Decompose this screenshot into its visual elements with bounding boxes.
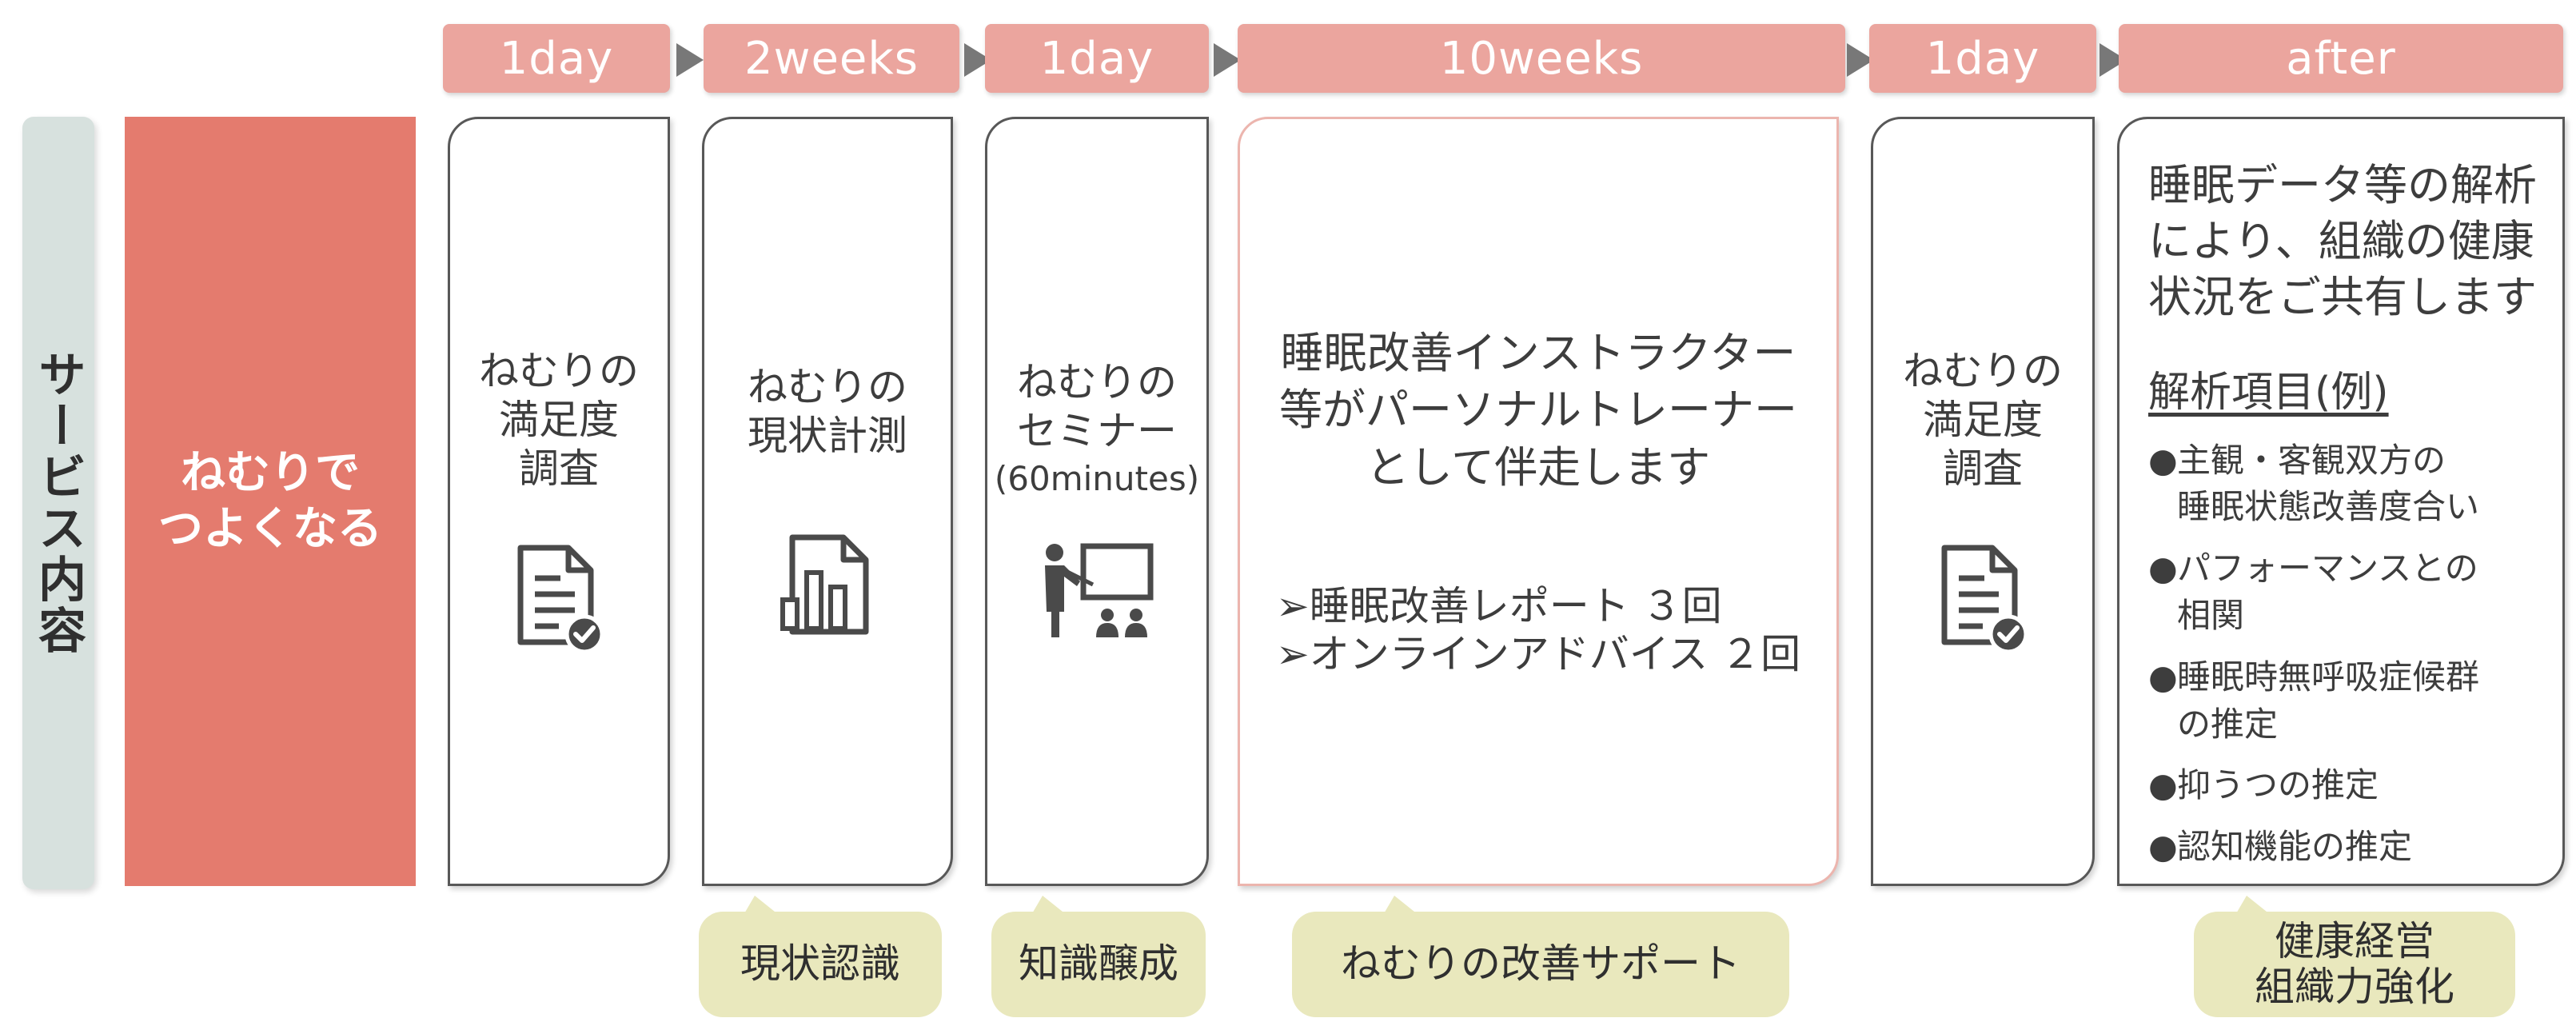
analysis-item-text: 認知機能の推定: [2177, 827, 2413, 867]
duration-bar-1: 1day: [443, 24, 670, 93]
duration-bar-3: 1day: [985, 24, 1209, 93]
description-line: 睡眠データ等の解析: [2148, 160, 2537, 210]
analysis-items-heading: 解析項目(例): [2148, 368, 2389, 417]
bar-chart-document-icon: [780, 533, 875, 640]
analysis-item: ● 睡眠時無呼吸症候群の推定: [2148, 654, 2479, 749]
survey-check-icon: [511, 541, 607, 657]
duration-bar-2: 2weeks: [704, 24, 959, 93]
step-title-line: セミナー: [1017, 407, 1177, 454]
duration-bar-6: after: [2119, 24, 2563, 93]
support-item: ➢オンラインアドバイス ２回: [1275, 630, 1801, 677]
description-line: 睡眠改善インストラクター: [1280, 328, 1796, 379]
step-title-line: 満足度: [499, 396, 619, 443]
service-content-text: サービス内容: [30, 349, 86, 657]
bullet-icon: ●: [2148, 440, 2178, 480]
duration-bar-4: 10weeks: [1238, 24, 1845, 93]
step-card-survey-2: ねむりの 満足度 調査: [1871, 117, 2095, 886]
personal-training-description: 睡眠改善インストラクター 等がパーソナルトレーナー として伴走します: [1279, 325, 1797, 496]
program-title: ねむりで つよくなる: [125, 117, 416, 886]
description-line: により、組織の健康: [2148, 216, 2534, 267]
analysis-item: ● パフォーマンスとの相関: [2148, 545, 2479, 640]
program-title-line-2: つよくなる: [158, 503, 382, 555]
analysis-item-text: パフォーマンスとの: [2177, 549, 2478, 589]
support-items-list: ➢睡眠改善レポート ３回 ➢オンラインアドバイス ２回: [1276, 582, 1800, 678]
analysis-item-text: 主観・客観双方の: [2177, 440, 2446, 480]
bullet-icon: ●: [2148, 827, 2178, 867]
analysis-item-text: 睡眠時無呼吸症候群: [2177, 657, 2480, 697]
step-title: ねむりの 現状計測: [748, 363, 907, 461]
outcome-bubble-support: ねむりの改善サポート: [1292, 912, 1789, 1017]
analysis-item: ● 主観・客観双方の睡眠状態改善度合い: [2148, 437, 2479, 532]
bullet-icon: ●: [2148, 657, 2178, 697]
outcome-bubble-knowledge: 知識醸成: [991, 912, 1206, 1017]
step-title-line: ねむりの: [748, 364, 907, 410]
step-title: ねむりの 満足度 調査: [1903, 347, 2063, 493]
step-card-personal-training: 睡眠改善インストラクター 等がパーソナルトレーナー として伴走します ➢睡眠改善…: [1238, 117, 1839, 886]
step-title: ねむりの 満足度 調査: [479, 347, 639, 493]
analysis-items-list: ● 主観・客観双方の睡眠状態改善度合い ● パフォーマンスとの相関 ● 睡眠時無…: [2148, 437, 2479, 885]
service-content-label: サービス内容: [22, 117, 94, 889]
bubble-line: 組織力強化: [2255, 964, 2454, 1010]
step-card-measurement: ねむりの 現状計測: [702, 117, 953, 886]
analysis-item: ● 認知機能の推定: [2148, 824, 2479, 871]
description-line: 等がパーソナルトレーナー: [1279, 385, 1797, 436]
step-card-survey-1: ねむりの 満足度 調査: [448, 117, 670, 886]
support-item: ➢睡眠改善レポート ３回: [1275, 582, 1722, 629]
step-title: ねむりの セミナー: [1017, 358, 1177, 456]
step-title-line: 調査: [519, 445, 599, 492]
program-title-line-1: ねむりで: [181, 447, 360, 499]
arrow-right-icon: [1214, 43, 1241, 77]
step-title-line: 満足度: [1923, 396, 2043, 443]
analysis-description: 睡眠データ等の解析 により、組織の健康 状況をご共有します: [2148, 158, 2537, 326]
outcome-bubble-recognition: 現状認識: [699, 912, 942, 1017]
description-line: として伴走します: [1366, 441, 1711, 493]
description-line: 状況をご共有します: [2148, 272, 2537, 323]
presentation-icon: [1037, 538, 1157, 645]
analysis-item-text: 抑うつの推定: [2177, 765, 2379, 805]
step-card-seminar: ねむりの セミナー (60minutes): [985, 117, 1209, 886]
analysis-item-text: 相関: [2177, 595, 2245, 635]
step-title-line: ねむりの: [1903, 347, 2063, 394]
analysis-item: ● 抑うつの推定: [2148, 762, 2479, 809]
bullet-icon: ●: [2148, 765, 2178, 805]
analysis-item-text: 睡眠状態改善度合い: [2177, 487, 2480, 527]
arrow-right-icon: [676, 43, 704, 77]
bubble-line: 健康経営: [2275, 917, 2434, 964]
analysis-item-text: の推定: [2177, 704, 2279, 744]
step-title-line: 現状計測: [748, 413, 907, 459]
step-duration-note: (60minutes): [994, 458, 1200, 498]
survey-check-icon: [1935, 541, 2031, 657]
step-card-analysis: 睡眠データ等の解析 により、組織の健康 状況をご共有します 解析項目(例) ● …: [2117, 117, 2565, 886]
step-title-line: ねむりの: [479, 347, 639, 394]
outcome-bubble-management: 健康経営 組織力強化: [2194, 912, 2515, 1017]
duration-bar-5: 1day: [1869, 24, 2096, 93]
bullet-icon: ●: [2148, 549, 2178, 589]
step-title-line: ねむりの: [1017, 358, 1177, 405]
step-title-line: 調査: [1943, 445, 2023, 492]
